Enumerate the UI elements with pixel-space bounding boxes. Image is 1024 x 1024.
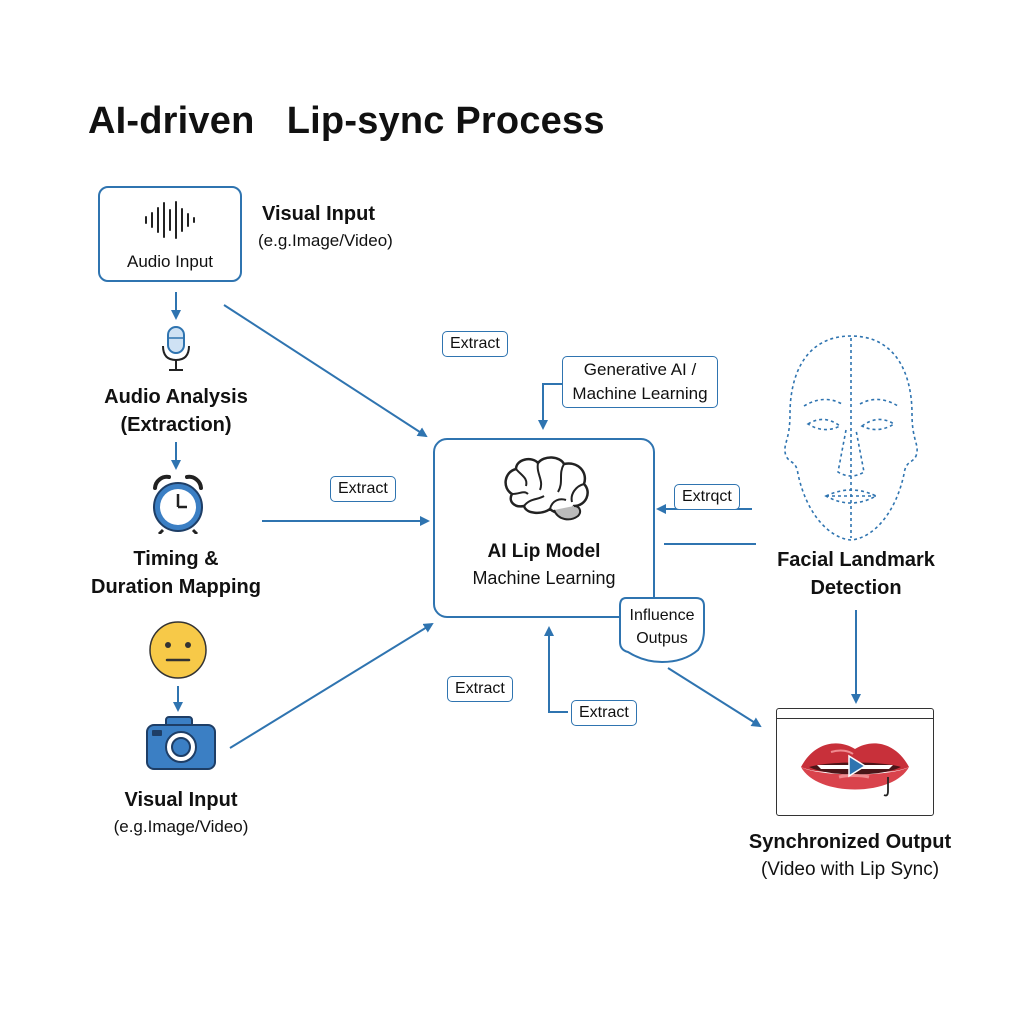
extract-tag-top: Extract [442,331,508,357]
audio-analysis-label: Audio Analysis (Extraction) [76,383,276,439]
cursor-hook-icon [883,777,889,797]
influence-line1: Influence [629,607,695,624]
page-title: AI-driven Lip-sync Process [88,100,605,142]
influence-bubble [619,597,705,664]
face-landmark-icon [784,335,918,541]
ai-lip-model-title: AI Lip Model [487,541,601,562]
audio-analysis-line2: (Extraction) [120,414,232,436]
facial-landmark-line1: Facial Landmark [777,549,935,571]
visual-input-top-subtitle: (e.g.Image/Video) [258,231,393,250]
audio-input-box: Audio Input [98,186,242,282]
waveform-icon [145,201,195,239]
ai-lip-model-box: AI Lip Model Machine Learning [433,438,655,618]
influence-label: Influence Outpus [618,604,706,650]
influence-line2: Outpus [636,630,688,647]
play-icon [848,754,867,778]
output-video-frame [776,708,934,816]
timing-label: Timing & Duration Mapping [66,545,286,601]
camera-icon [146,716,216,770]
lips-icon [801,743,909,790]
arrow-generative-to-model [538,383,562,430]
alarm-clock-icon [153,474,203,534]
visual-input-bottom-title: Visual Input [124,789,238,811]
generative-ai-label: Generative AI / Machine Learning [562,356,718,408]
timing-line1: Timing & [133,548,219,570]
audio-analysis-line1: Audio Analysis [104,386,248,408]
extract-tag-left: Extract [330,476,396,502]
arrow-extract-to-model [544,626,568,713]
audio-input-label: Audio Input [126,252,213,271]
arrow-visual-to-model [229,622,434,749]
synchronized-output-line2: (Video with Lip Sync) [760,859,940,880]
extract-tag-right: Extrqct [674,484,740,510]
facial-landmark-line2: Detection [810,577,902,599]
visual-input-bottom-subtitle: (e.g.Image/Video) [113,817,249,836]
facial-landmark-label: Facial Landmark Detection [746,546,966,602]
neutral-face-icon [149,621,207,679]
timing-line2: Duration Mapping [91,576,261,598]
brain-icon [504,456,589,521]
visual-input-top: Visual Input (e.g.Image/Video) [258,200,428,254]
generative-ai-line1: Generative AI / [583,360,697,379]
synchronized-output-label: Synchronized Output (Video with Lip Sync… [730,828,970,884]
extract-tag-bottom-left: Extract [447,676,513,702]
synchronized-output-line1: Synchronized Output [748,831,952,853]
visual-input-bottom: Visual Input (e.g.Image/Video) [86,786,276,840]
visual-input-top-title: Visual Input [262,203,375,225]
generative-ai-line2: Machine Learning [572,384,708,403]
arrow-model-to-output [667,667,762,728]
microphone-icon [162,326,190,371]
video-title-bar [777,709,933,719]
extract-tag-bottom-right: Extract [571,700,637,726]
ai-lip-model-subtitle: Machine Learning [472,568,616,588]
arrow-audio-to-model [223,304,428,438]
